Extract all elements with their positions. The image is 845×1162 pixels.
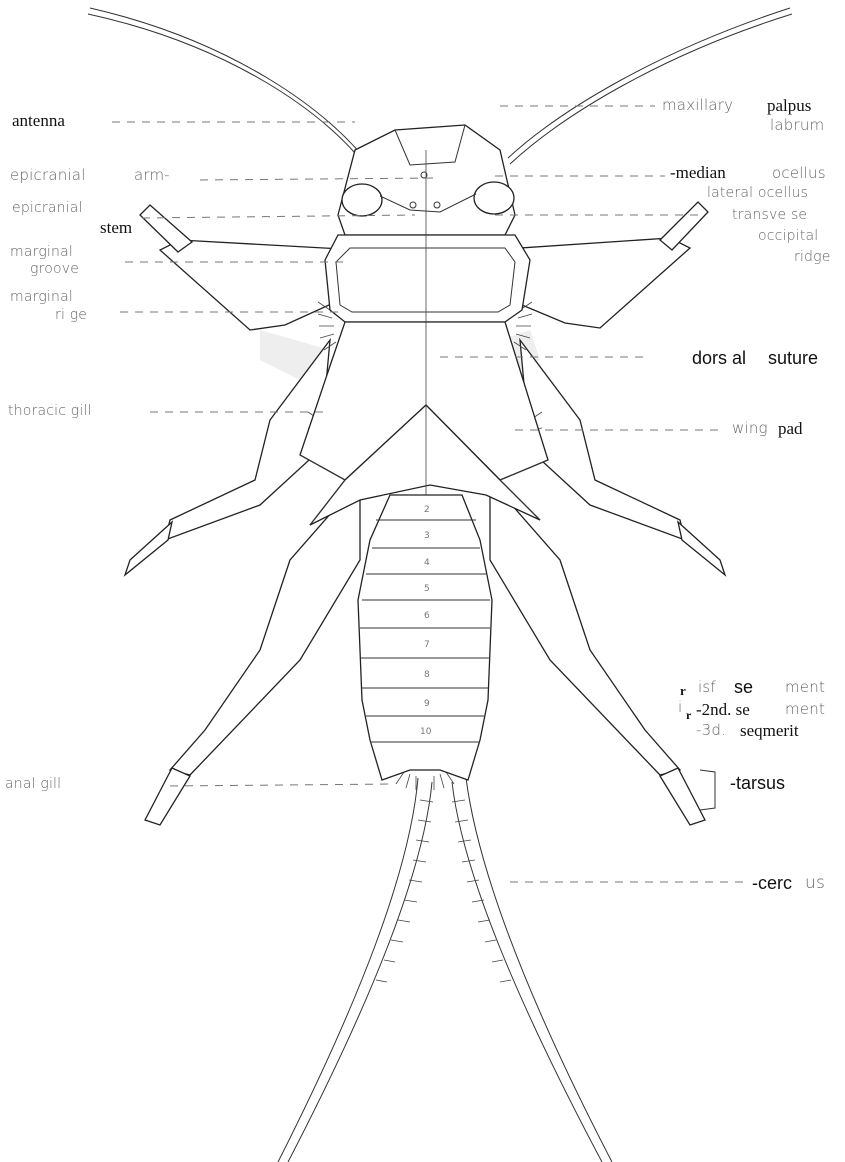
label-anal-gill: anal gill xyxy=(5,777,61,791)
label-epicranial-arm-2: arm- xyxy=(134,168,170,183)
label-seg2-r: r xyxy=(686,709,691,721)
label-lateral-ocellus: lateral ocellus xyxy=(707,186,808,200)
segment-number-10: 10 xyxy=(420,727,432,737)
label-epicranial-stem-2: stem xyxy=(100,219,132,236)
left-antenna xyxy=(88,8,372,172)
label-seg2-i: i xyxy=(678,700,682,715)
label-epicranial-arm-1: epicranial xyxy=(10,168,86,183)
label-tarsus: -tarsus xyxy=(730,774,785,792)
segment-number-3: 3 xyxy=(424,531,430,541)
label-seg1-isf: isf xyxy=(698,680,716,695)
label-seg1-ment: ment xyxy=(785,680,825,695)
segment-number-5: 5 xyxy=(424,584,430,594)
segment-number-6: 6 xyxy=(424,611,430,621)
right-antenna xyxy=(508,8,792,164)
segment-number-2: 2 xyxy=(424,505,430,515)
label-pad: pad xyxy=(778,420,803,437)
label-palpus: palpus xyxy=(767,97,811,114)
label-dorsal: dors al xyxy=(692,349,746,367)
label-cercus-end: us xyxy=(805,875,825,892)
label-seg2-ment: ment xyxy=(785,702,825,717)
label-transverse: transve se xyxy=(732,208,807,222)
label-marginal-groove-1: marginal xyxy=(10,245,73,259)
label-wing: wing xyxy=(732,421,768,436)
label-median: -median xyxy=(670,164,726,181)
segment-number-8: 8 xyxy=(424,670,430,680)
segment-number-9: 9 xyxy=(424,699,430,709)
label-suture: suture xyxy=(768,349,818,367)
left-eye xyxy=(342,184,382,216)
right-middle-leg xyxy=(520,340,685,540)
label-seg1-mark: r xyxy=(680,684,686,697)
label-marginal-groove-2: groove xyxy=(30,262,79,276)
segment-number-4: 4 xyxy=(424,558,430,568)
right-cercus xyxy=(452,778,612,1162)
left-cercus xyxy=(278,778,432,1162)
label-maxillary: maxillary xyxy=(662,98,733,113)
label-median-ocellus: ocellus xyxy=(772,166,826,181)
label-seg1-se: se xyxy=(734,678,753,696)
label-epicranial-stem-1: epicranial xyxy=(12,201,83,215)
cercus-segments xyxy=(376,800,511,982)
label-seg3-segment: seqmerit xyxy=(740,722,799,739)
label-seg2: -2nd. se xyxy=(696,701,750,718)
label-marginal-ridge-2: ri ge xyxy=(55,308,87,322)
label-thoracic-gill: thoracic gill xyxy=(8,404,92,418)
label-ridge: ridge xyxy=(794,250,831,264)
right-eye xyxy=(474,182,514,214)
label-labrum: labrum xyxy=(770,118,824,133)
label-marginal-ridge-1: marginal xyxy=(10,290,73,304)
label-seg3: -3d. xyxy=(696,723,726,738)
label-cercus: -cerc xyxy=(752,874,792,892)
head xyxy=(338,125,515,235)
label-occipital: occipital xyxy=(758,229,818,243)
segment-number-7: 7 xyxy=(424,640,430,650)
label-antenna: antenna xyxy=(12,112,65,129)
